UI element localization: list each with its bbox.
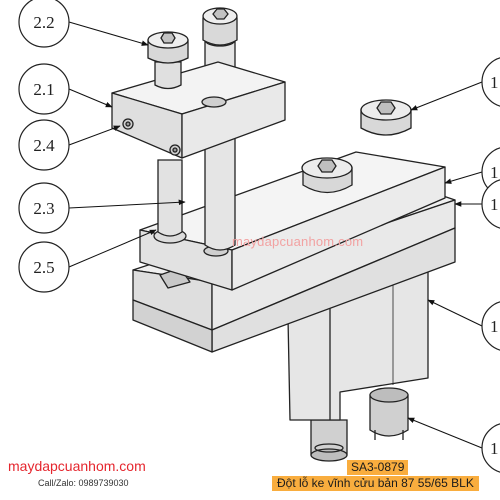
callout-right-5: 1 <box>490 439 499 458</box>
callouts-left: 2.2 2.1 2.4 2.3 2.5 <box>18 0 70 293</box>
callouts-right: 1 1 1 1 1 <box>481 57 500 473</box>
callout-2-1: 2.1 <box>33 80 54 99</box>
brand-link[interactable]: maydapcuanhom.com <box>8 458 146 474</box>
product-code: SA3-0879 <box>347 460 409 475</box>
top-block <box>111 61 286 159</box>
callout-right-2: 1 <box>490 163 499 182</box>
callout-2-3: 2.3 <box>33 199 54 218</box>
socket-screws <box>301 99 412 194</box>
callout-right-3: 1 <box>490 195 499 214</box>
callout-2-4: 2.4 <box>33 136 55 155</box>
product-title: Đột lỗ ke vĩnh cửu bản 87 55/65 BLK <box>272 476 479 491</box>
contact-phone: Call/Zalo: 0989739030 <box>38 478 129 488</box>
callout-2-2: 2.2 <box>33 13 54 32</box>
callout-2-5: 2.5 <box>33 258 54 277</box>
leader-lines <box>68 21 483 449</box>
top-screw <box>147 31 189 90</box>
lower-posts <box>310 387 409 462</box>
callout-right-4: 1 <box>490 317 499 336</box>
watermark-text: maydapcuanhom.com <box>232 234 364 249</box>
callout-right-1: 1 <box>490 73 499 92</box>
